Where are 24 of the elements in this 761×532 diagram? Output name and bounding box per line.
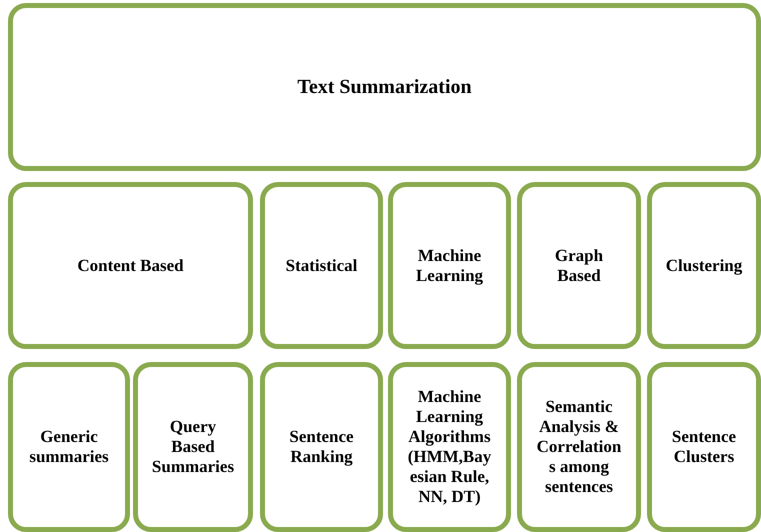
category-box [647,182,761,349]
box-label: Machine Learning [414,246,484,286]
box-label: Generic summaries [28,427,110,467]
box-label: Content Based [77,256,184,276]
box-label: Graph Based [554,246,604,286]
box-label: Sentence Ranking [288,427,355,467]
category-box [8,362,130,532]
category-box [517,182,641,349]
category-box [647,362,761,532]
box-label: Semantic Analysis & Correlations among sentences [536,397,622,497]
box-label: Clustering [666,256,742,276]
category-box [260,182,383,349]
category-box [517,362,641,532]
category-box [8,3,761,171]
box-label: Machine Learning Algorithms (HMM,Bayesian Rule, NN, DT) [406,387,492,507]
category-box [133,362,253,532]
category-box [260,362,383,532]
category-box [8,182,253,349]
box-label: Query Based Summaries [150,417,236,477]
category-box [388,362,511,532]
category-box [388,182,511,349]
box-label: Sentence Clusters [670,427,738,467]
box-label: Text Summarization [297,77,472,97]
box-label: Statistical [286,256,358,276]
